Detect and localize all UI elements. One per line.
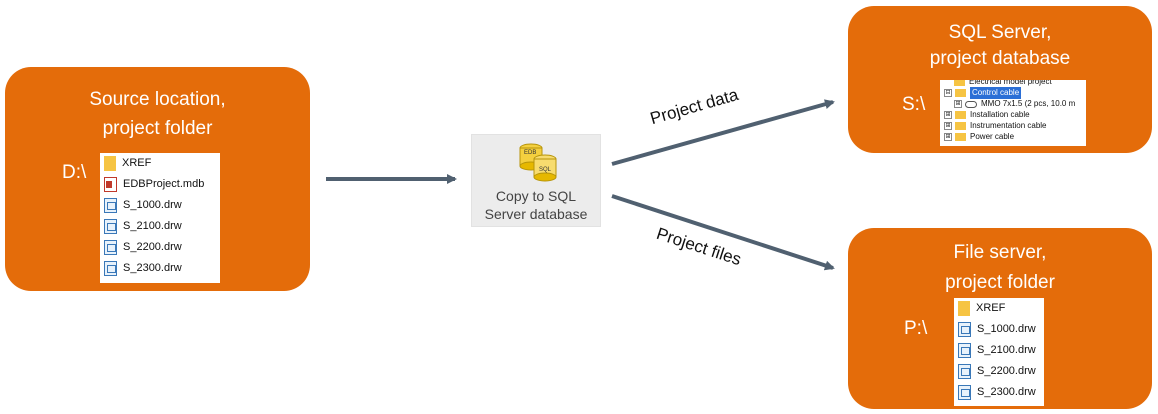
expand-icon[interactable]: ⊞	[944, 122, 952, 130]
tree-node[interactable]: ⊞ Power cable	[944, 131, 1014, 143]
file-name: S_1000.drw	[977, 323, 1036, 335]
fileserver-title-line1: File server,	[953, 242, 1047, 263]
drw-file-icon	[104, 218, 117, 234]
sql-server-box: SQL Server, project database S:\ Electri…	[848, 6, 1152, 153]
collapse-icon[interactable]: ⊟	[944, 89, 952, 97]
copy-to-sql-server-button[interactable]: EDB SQL Copy to SQL Server database	[471, 134, 601, 227]
mdb-file-icon	[104, 176, 117, 192]
sql-tree-view: Electrical model project ⊟ Control cable ⊞ M…	[940, 80, 1086, 146]
sql-drive-label: S:\	[902, 94, 926, 115]
arrow-project-data	[611, 99, 835, 166]
file-name: S_2200.drw	[123, 241, 182, 253]
folder-icon	[955, 111, 966, 119]
drw-file-icon	[104, 239, 117, 255]
file-name: S_2100.drw	[977, 344, 1036, 356]
source-drive-label: D:\	[62, 162, 87, 183]
svg-text:SQL: SQL	[539, 167, 552, 173]
file-name: S_2200.drw	[977, 365, 1036, 377]
expand-icon[interactable]: ⊞	[954, 100, 962, 108]
expand-icon[interactable]: ⊞	[944, 133, 952, 141]
copy-button-label-line2: Server database	[484, 206, 588, 222]
tree-node-label: Power cable	[970, 132, 1015, 141]
drw-file-icon	[958, 363, 971, 379]
open-folder-icon	[955, 89, 966, 97]
file-item[interactable]: S_2200.drw	[958, 361, 1036, 381]
file-name: XREF	[976, 302, 1006, 314]
file-item[interactable]: S_2300.drw	[958, 382, 1036, 402]
file-server-box: File server, project folder P:\ XREF S_10…	[848, 228, 1152, 409]
file-name: S_2300.drw	[977, 386, 1036, 398]
file-item[interactable]: EDBProject.mdb	[104, 174, 204, 194]
file-name: EDBProject.mdb	[123, 178, 205, 190]
file-name: S_1000.drw	[123, 199, 182, 211]
tree-node-label: Installation cable	[970, 110, 1030, 119]
file-item[interactable]: S_2100.drw	[104, 216, 182, 236]
sql-title-line1: SQL Server,	[948, 22, 1052, 43]
tree-node[interactable]: ⊞ MMO 7x1.5 (2 pcs, 10.0 m	[954, 98, 1075, 110]
cable-icon	[965, 100, 977, 108]
file-item[interactable]: XREF	[104, 153, 151, 173]
folder-icon	[954, 80, 965, 86]
sql-title-line2: project database	[929, 48, 1071, 69]
tree-node[interactable]: ⊞ Installation cable	[944, 109, 1030, 121]
tree-node-label: Electrical model project	[969, 80, 1052, 86]
source-location-box: Source location, project folder D:\ XREF…	[5, 67, 310, 291]
fileserver-title-line2: project folder	[945, 272, 1055, 293]
file-item[interactable]: XREF	[958, 298, 1005, 318]
drw-file-icon	[958, 321, 971, 337]
copy-button-label-line1: Copy to SQL	[495, 188, 577, 204]
source-title-line2: project folder	[102, 118, 213, 139]
fileserver-drive-label: P:\	[904, 318, 928, 339]
folder-icon	[955, 133, 966, 141]
source-title-line1: Source location,	[89, 89, 226, 110]
file-item[interactable]: S_2200.drw	[104, 237, 182, 257]
file-item[interactable]: S_2300.drw	[104, 258, 182, 278]
file-name: S_2100.drw	[123, 220, 182, 232]
tree-node[interactable]: ⊟ Control cable	[944, 87, 1022, 99]
arrow-project-files	[611, 194, 835, 271]
drw-file-icon	[958, 384, 971, 400]
file-item[interactable]: S_1000.drw	[958, 319, 1036, 339]
file-item[interactable]: S_2100.drw	[958, 340, 1036, 360]
svg-text:EDB: EDB	[524, 150, 536, 156]
tree-node[interactable]: Electrical model project	[954, 80, 1052, 88]
tree-node-label: MMO 7x1.5 (2 pcs, 10.0 m	[981, 99, 1076, 108]
folder-icon	[958, 300, 970, 316]
tree-node-label: Instrumentation cable	[970, 121, 1047, 130]
drw-file-icon	[958, 342, 971, 358]
file-name: S_2300.drw	[123, 262, 182, 274]
folder-icon	[955, 122, 966, 130]
tree-node[interactable]: ⊞ Instrumentation cable	[944, 120, 1047, 132]
drw-file-icon	[104, 197, 117, 213]
tree-node-label: Control cable	[970, 87, 1022, 99]
drw-file-icon	[104, 260, 117, 276]
folder-icon	[104, 155, 116, 171]
file-item[interactable]: S_1000.drw	[104, 195, 182, 215]
expand-icon[interactable]: ⊞	[944, 111, 952, 119]
copy-button-label: Copy to SQL Server database	[472, 187, 600, 223]
database-icon: EDB SQL	[519, 143, 557, 182]
file-name: XREF	[122, 157, 152, 169]
